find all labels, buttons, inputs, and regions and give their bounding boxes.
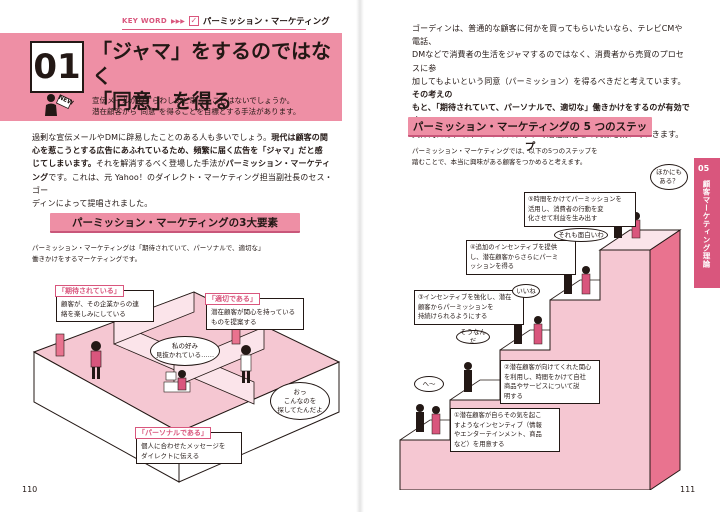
body-bold: 現代は顧客の関	[271, 133, 328, 142]
book-gutter	[356, 0, 364, 512]
side-tab-label: 顧客マーケティング理論	[702, 180, 711, 268]
body-bold: パーミッション・マーケティ	[225, 159, 331, 169]
step-line: 明する	[504, 392, 523, 400]
callout-personal: 「パーソナルである」 個人に合わせたメッセージを ダイレクトに伝える	[135, 427, 242, 464]
bubble-i-see: そうなんだ	[456, 328, 490, 345]
person-right	[240, 345, 252, 383]
stairs-side	[649, 229, 681, 490]
bubble-anything-else: ほかにも ある？	[650, 164, 688, 190]
step-5: ⑤時間をかけてパーミッションを 活用し、消費者の行動を変 化させて利益を生み出す	[524, 192, 636, 227]
person-left	[90, 341, 102, 379]
keyword-arrows-icon: ▶▶▶	[170, 17, 185, 25]
body-line: 過剰な宣伝メールやDMに辟易したことのある人も多いでしょう。	[32, 133, 272, 142]
callout-expected: 「期待されている」 顧客が、その企業からの連 絡を楽しみにしている	[55, 285, 154, 322]
left-page: KEY WORD ▶▶▶ ✓ パーミッション・マーケティング 01 NEW 「ジ…	[0, 14, 342, 494]
door-left	[55, 333, 65, 357]
step-line: やエンターテインメント、商品	[454, 431, 542, 438]
chapter-number: 01	[30, 41, 84, 93]
step-line: など）を用意する	[454, 440, 505, 448]
bubble-hee: へ～	[414, 376, 444, 392]
page-title: 「ジャマ」をするのではなく 「同意」を得る	[92, 39, 332, 114]
callout-line: 絡を楽しみにしている	[61, 310, 126, 318]
step-line: ⑤時間をかけてパーミッションを	[528, 196, 622, 203]
body-line: ディンによって提唱されました。	[32, 199, 153, 209]
body-bold: その考えの	[412, 90, 453, 100]
body-line: ゴーディンは、普通的な顧客に何かを買ってもらいたいなら、テレビCMや電話、	[412, 24, 683, 47]
hero-banner: 01 NEW 「ジャマ」をするのではなく 「同意」を得る 宣伝メールがわずらわし…	[0, 33, 342, 121]
step-line: し、潜在顧客からさらにパーミ	[470, 253, 559, 261]
keyword-label: KEY WORD	[122, 17, 167, 25]
body-line: それを解消するべく登場した手法が	[96, 159, 226, 169]
title-line-2: 「同意」を得る	[92, 89, 232, 113]
step-line: を利用し、時間をかけて自社	[504, 373, 586, 381]
section-title-three-elements: パーミッション・マーケティングの3大要素	[50, 213, 300, 233]
step-line: 顧客からパーミッションを	[418, 303, 494, 311]
desc-line: パーミッション・マーケティングは「期待されていて、パーソナルで、適切な」	[32, 244, 265, 252]
keyword-bar: KEY WORD ▶▶▶ ✓ パーミッション・マーケティング	[122, 14, 330, 28]
step-line: ③インセンティブを強化し、潜在	[418, 294, 512, 301]
bubble-line: 見抜かれている……	[155, 351, 215, 359]
body-line: です。これは、元 Yahoo！のダイレクト・マーケティング担当副社長のセス・ゴー	[32, 172, 333, 195]
section-description: パーミッション・マーケティングは「期待されていて、パーソナルで、適切な」 働きか…	[32, 243, 292, 265]
desc-line: 踏むことで、本当に興味がある顧客をつかめると考えます。	[412, 158, 587, 166]
person-desk	[163, 370, 191, 393]
section-title-five-steps: パーミッション・マーケティングの 5 つのステップ	[408, 117, 652, 153]
bubble-line: こんなのを	[283, 396, 317, 405]
callout-line: ものを提案する	[211, 318, 257, 326]
bubble-line: 探してたんだよ	[277, 405, 323, 414]
bubble-oh: おっこんなのを探してたんだよ	[270, 382, 330, 420]
bubble-line: おっ	[293, 387, 307, 396]
step-2: ②潜在顧客が向けてくれた関心 を利用し、時間をかけて自社 商品やサービスについて…	[500, 360, 600, 404]
subtitle-line-1: 宣伝メールがわずらわしいと思ったことはないでしょうか。	[92, 96, 295, 105]
step-line: ④追加のインセンティブを提供	[470, 244, 558, 251]
callout-appropriate: 「適切である」 潜在顧客が関心を持っている ものを提案する	[205, 293, 304, 330]
check-icon: ✓	[188, 16, 199, 26]
callout-line: 顧客が、その企業からの連	[61, 300, 139, 308]
step-line: ①潜在顧客が自らその気を起こ	[454, 412, 542, 419]
bubble-line: 私の好み	[172, 342, 198, 350]
step-line: すようなインセンティブ（情報	[454, 421, 542, 429]
step-1: ①潜在顧客が自らその気を起こ すようなインセンティブ（情報 やエンターテインメン…	[450, 408, 560, 452]
keyword-title: パーミッション・マーケティング	[202, 17, 330, 27]
bubble-nice: いいね	[512, 284, 540, 298]
step-line: 持続けられるようにする	[418, 313, 488, 320]
step-line: ②潜在顧客が向けてくれた関心	[504, 364, 592, 371]
callout-heading: 「期待されている」	[55, 285, 124, 297]
page-subtitle: 宣伝メールがわずらわしいと思ったことはないでしょうか。 潜在顧客から"同意"を得…	[92, 95, 340, 117]
body-line: 加してもよいという同意（パーミッション）を得るべきだと考えています。	[412, 76, 686, 86]
chapter-side-tab	[694, 158, 720, 288]
body-bold: じてしまいます。	[32, 159, 96, 169]
desc-line: 働きかけをするマーケティングです。	[32, 255, 142, 263]
callout-heading: 「パーソナルである」	[135, 427, 211, 439]
body-line: DMなどで消費者の生活をジャマするのではなく、消費者から売買のプロセスに参	[412, 50, 684, 73]
step-line: 化させて利益を生み出す	[528, 215, 598, 222]
section-description: パーミッション・マーケティングでは、以下の5つのステップを 踏むことで、本当に興…	[412, 146, 622, 168]
callout-heading: 「適切である」	[205, 293, 260, 305]
bubble-interesting: それも面白いわ	[554, 228, 608, 242]
step-line: 活用し、消費者の行動を変	[528, 205, 604, 213]
step-3: ③インセンティブを強化し、潜在 顧客からパーミッションを 持続けられるようにする	[414, 290, 524, 325]
side-tab-number: 05	[698, 164, 710, 173]
bubble-my-taste: 私の好み見抜かれている……	[150, 336, 220, 366]
body-bold: ング	[32, 172, 49, 182]
page-number-left: 110	[22, 485, 38, 494]
page-number-right: 111	[680, 485, 696, 494]
step-4: ④追加のインセンティブを提供 し、潜在顧客からさらにパーミ ッションを得る	[466, 240, 576, 275]
callout-line: 潜在顧客が関心を持っている	[211, 308, 296, 316]
step-line: ッションを得る	[470, 263, 515, 270]
callout-line: 個人に合わせたメッセージを	[141, 442, 226, 450]
subtitle-line-2: 潜在顧客から"同意"を得ることを目標とする手法があります。	[92, 107, 301, 116]
desc-line: パーミッション・マーケティングでは、以下の5つのステップを	[412, 147, 598, 155]
body-bold: 心を惹こうとする広告にあふれているため、頻繁に届く広告を「ジャマ」だと感	[32, 146, 323, 156]
left-body-text: 過剰な宣伝メールやDMに辟易したことのある人も多いでしょう。現代は顧客の関 心を…	[32, 131, 334, 210]
step-line: 商品やサービスについて説	[504, 383, 580, 390]
callout-line: ダイレクトに伝える	[141, 452, 200, 460]
title-line-1: 「ジャマ」をするのではなく	[92, 39, 331, 88]
keyword-underline	[122, 29, 306, 30]
new-person-icon	[45, 94, 72, 116]
